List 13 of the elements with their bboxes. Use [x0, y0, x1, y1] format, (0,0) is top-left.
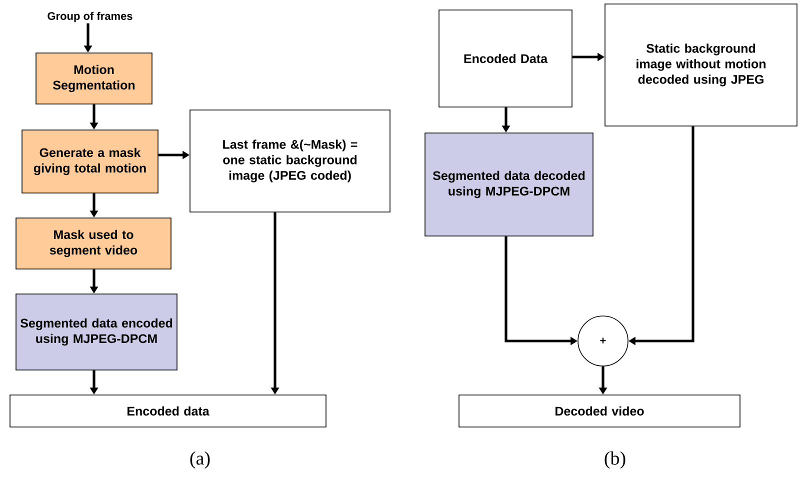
process-box: Encoded data: [10, 394, 326, 428]
process-box: Mask used to segment video: [16, 218, 172, 270]
process-box: Generate a mask giving total motion: [22, 130, 158, 194]
process-box: Encoded Data: [438, 10, 572, 108]
process-box: Motion Segmentation: [36, 52, 152, 104]
process-box: Segmented data decoded using MJPEG-DPCM: [424, 132, 594, 236]
title-text: Group of frames: [48, 12, 132, 22]
process-box: Static background image without motion decoded using JPEG: [604, 4, 798, 126]
process-box: Decoded video: [458, 394, 740, 428]
panel-label: (b): [604, 451, 626, 469]
process-box: Segmented data encoded using MJPEG-DPCM: [16, 294, 178, 370]
panel-label: (a): [190, 451, 210, 469]
process-box: Last frame &(~Mask) = one static background image (JPEG coded): [190, 110, 390, 212]
